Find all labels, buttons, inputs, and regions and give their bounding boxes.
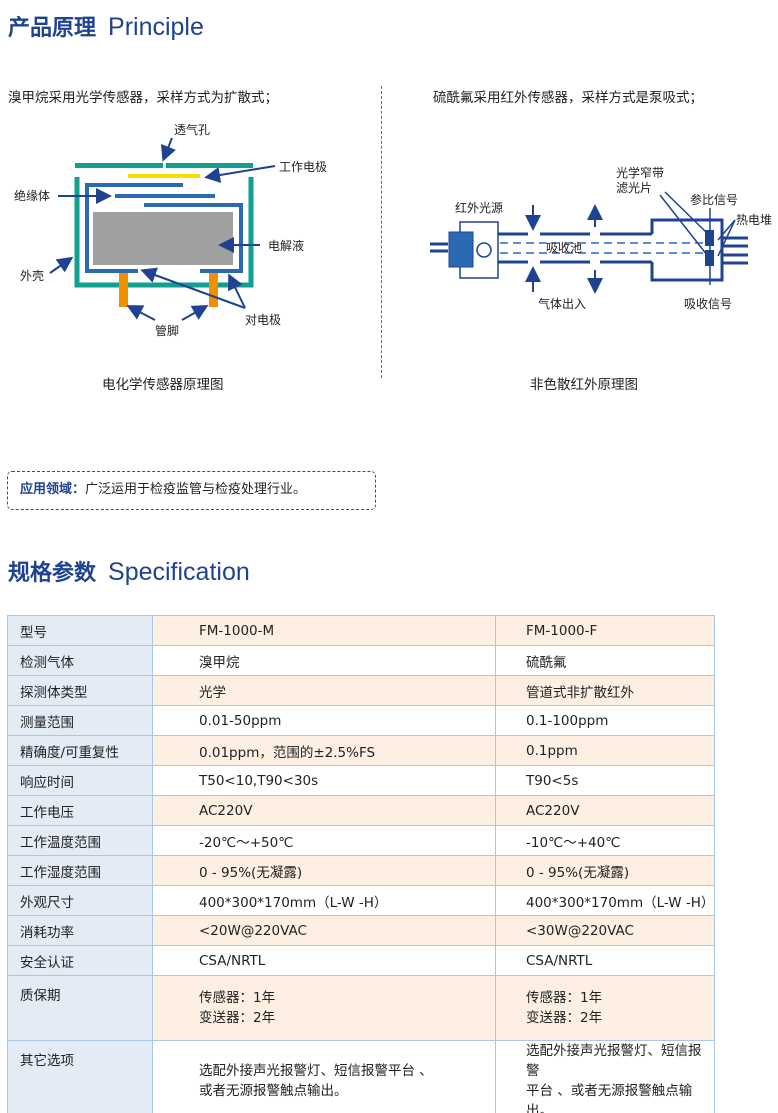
row-value: -10℃～+40℃ [495, 825, 715, 856]
row-value: 传感器：1年 变送器：2年 [495, 975, 715, 1041]
row-value: 0.1ppm [495, 735, 715, 766]
label-pins: 管脚 [155, 323, 179, 338]
application-label: 应用领域： [20, 482, 86, 497]
row-value: 选配外接声光报警灯、短信报警 平台 、或者无源报警触点输出。 [495, 1040, 715, 1113]
row-value: CSA/NRTL [495, 945, 715, 976]
label-reference-signal: 参比信号 [690, 192, 738, 207]
row-label: 型号 [7, 615, 153, 646]
electrochemical-diagram: 透气孔 工作电极 绝缘体 电解液 外壳 对电极 管脚 [14, 122, 327, 338]
row-value: FM-1000-F [495, 615, 715, 646]
heading-en: Principle [108, 13, 204, 41]
table-row: 其它选项选配外接声光报警灯、短信报警平台 、 或者无源报警触点输出。选配外接声光… [7, 1040, 715, 1113]
row-value: <30W@220VAC [495, 915, 715, 946]
row-label: 安全认证 [7, 945, 153, 976]
table-row: 检测气体溴甲烷硫酰氟 [7, 645, 715, 676]
row-label: 外观尺寸 [7, 885, 153, 916]
row-value: 0 - 95%(无凝露) [152, 855, 496, 886]
label-vent: 透气孔 [174, 122, 210, 137]
right-caption: 非色散红外原理图 [530, 377, 638, 393]
row-value: 400*300*170mm（L-W -H） [495, 885, 715, 916]
row-value: 0 - 95%(无凝露) [495, 855, 715, 886]
application-text: 广泛运用于检疫监管与检疫处理行业。 [85, 482, 307, 497]
row-value: <20W@220VAC [152, 915, 496, 946]
heading-cn: 规格参数 [8, 561, 97, 586]
row-value: 管道式非扩散红外 [495, 675, 715, 706]
row-value: T50<10,T90<30s [152, 765, 496, 796]
row-value: T90<5s [495, 765, 715, 796]
row-label: 质保期 [7, 975, 153, 1041]
row-label: 工作温度范围 [7, 825, 153, 856]
left-intro: 溴甲烷采用光学传感器，采样方式为扩散式； [8, 90, 278, 106]
table-row: 工作温度范围-20℃～+50℃-10℃～+40℃ [7, 825, 715, 856]
row-value: FM-1000-M [152, 615, 496, 646]
label-gas-io: 气体出入 [538, 296, 586, 311]
table-row: 探测体类型光学管道式非扩散红外 [7, 675, 715, 706]
spec-heading: 规格参数 Specification [8, 555, 250, 587]
divider [381, 86, 382, 378]
row-label: 精确度/可重复性 [7, 735, 153, 766]
row-value: 选配外接声光报警灯、短信报警平台 、 或者无源报警触点输出。 [152, 1040, 496, 1113]
row-value: -20℃～+50℃ [152, 825, 496, 856]
row-label: 其它选项 [7, 1040, 153, 1113]
row-value: CSA/NRTL [152, 945, 496, 976]
row-value: 光学 [152, 675, 496, 706]
row-label: 响应时间 [7, 765, 153, 796]
right-intro: 硫酰氟采用红外传感器，采样方式是泵吸式； [433, 90, 703, 106]
table-row: 消耗功率<20W@220VAC<30W@220VAC [7, 915, 715, 946]
label-thermopile: 热电堆 [736, 213, 772, 227]
label-absorb-signal: 吸收信号 [684, 297, 732, 311]
row-value: 硫酰氟 [495, 645, 715, 676]
application-box: 应用领域：广泛运用于检疫监管与检疫处理行业。 [7, 471, 376, 510]
label-counter-electrode: 对电极 [245, 313, 281, 327]
row-label: 测量范围 [7, 705, 153, 736]
row-value: 400*300*170mm（L-W -H） [152, 885, 496, 916]
row-value: 溴甲烷 [152, 645, 496, 676]
row-label: 探测体类型 [7, 675, 153, 706]
row-value: AC220V [495, 795, 715, 826]
ndir-diagram: 红外光源 光学窄带 滤光片 参比信号 热电堆 吸收池 气体出入 吸收信号 [430, 165, 772, 311]
label-insulator: 绝缘体 [14, 188, 50, 203]
label-ir-source: 红外光源 [455, 200, 503, 215]
row-label: 消耗功率 [7, 915, 153, 946]
row-label: 工作湿度范围 [7, 855, 153, 886]
principle-heading: 产品原理 Principle [8, 10, 204, 42]
left-caption: 电化学传感器原理图 [102, 377, 224, 393]
label-filter-line1: 光学窄带 [616, 165, 664, 180]
row-value: 0.01ppm，范围的±2.5%FS [152, 735, 496, 766]
heading-en: Specification [108, 558, 250, 586]
row-label: 检测气体 [7, 645, 153, 676]
row-label: 工作电压 [7, 795, 153, 826]
row-value: 0.1-100ppm [495, 705, 715, 736]
heading-cn: 产品原理 [8, 16, 97, 41]
label-working-electrode: 工作电极 [279, 160, 327, 174]
label-filter-line2: 滤光片 [616, 181, 652, 195]
row-value: AC220V [152, 795, 496, 826]
table-row: 质保期传感器：1年 变送器：2年传感器：1年 变送器：2年 [7, 975, 715, 1041]
row-value: 传感器：1年 变送器：2年 [152, 975, 496, 1041]
label-absorption-cell: 吸收池 [546, 241, 582, 255]
label-shell: 外壳 [20, 269, 44, 283]
row-value: 0.01-50ppm [152, 705, 496, 736]
label-electrolyte: 电解液 [268, 238, 304, 253]
